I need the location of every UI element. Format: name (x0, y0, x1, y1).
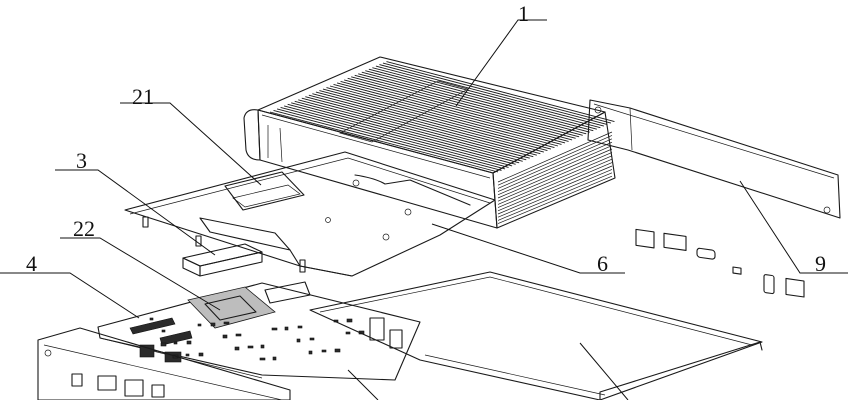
leader-lines (0, 19, 848, 400)
label-part-9: 9 (815, 251, 826, 276)
side-fins (497, 131, 613, 224)
heatsink-housing (243, 56, 616, 229)
internal-plate (124, 151, 496, 277)
front-panel (37, 327, 291, 400)
label-part-3: 3 (76, 148, 87, 173)
storage-tray (309, 271, 763, 400)
rear-io-panel (587, 99, 841, 298)
thermal-block (182, 243, 263, 277)
heatsink-fins (269, 61, 615, 173)
label-part-6: 6 (597, 251, 608, 276)
label-part-21: 21 (132, 84, 154, 109)
mainboard (97, 281, 421, 381)
label-part-22: 22 (73, 216, 95, 241)
label-part-1: 1 (518, 1, 529, 26)
label-part-4: 4 (26, 251, 37, 276)
